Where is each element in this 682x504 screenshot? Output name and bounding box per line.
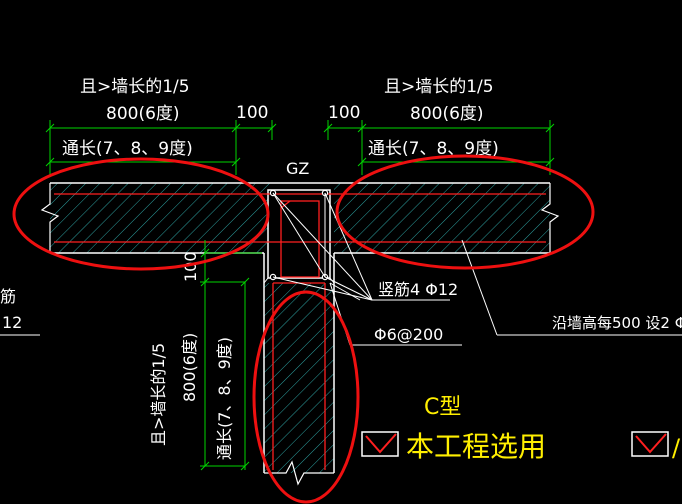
rebar-lines	[54, 193, 546, 470]
selected-label: 本工程选用	[406, 430, 546, 463]
top-right-gap: 100	[328, 103, 360, 123]
horizontal-wall	[40, 182, 560, 254]
top-left-line1: 且>墙长的1/5	[80, 77, 190, 97]
highlight-ellipses	[12, 154, 595, 504]
top-left-gap: 100	[236, 103, 268, 123]
constructional-column	[263, 189, 335, 284]
top-right-line3: 通长(7、8、9度)	[368, 139, 499, 159]
top-right-line2: 800(6度)	[410, 104, 484, 124]
next-option-glyph: /	[672, 434, 681, 462]
highlight-left-wall	[12, 157, 270, 271]
vertical-line1: 且>墙长的1/5	[149, 343, 168, 446]
rebar-dots	[269, 189, 329, 281]
top-left-line2: 800(6度)	[106, 104, 180, 124]
highlight-right-wall	[335, 154, 595, 270]
column-diagonals	[272, 192, 326, 278]
selected-checkbox[interactable]	[361, 431, 399, 457]
vertical-gap: 100	[181, 251, 200, 282]
vertical-wall	[263, 253, 335, 486]
vertical-bar-note: 竖筋4 Φ12	[378, 280, 458, 299]
vertical-line2: 800(6度)	[180, 333, 199, 402]
left-edge-line1: 筋	[0, 287, 16, 306]
top-right-line1: 且>墙长的1/5	[384, 77, 494, 97]
top-left-line3: 通长(7、8、9度)	[62, 139, 193, 159]
wall-tie-note: 沿墙高每500 设2 Φ6	[552, 314, 682, 332]
left-edge-line2: 12	[2, 313, 22, 332]
column-tag: GZ	[286, 159, 309, 178]
stirrup-note: Φ6@200	[374, 325, 443, 344]
vertical-line3: 通长(7、8、9度)	[215, 337, 234, 460]
type-label: C型	[424, 395, 461, 420]
next-option-checkbox[interactable]	[631, 431, 669, 457]
leader-lines	[0, 192, 682, 346]
highlight-vertical-wall	[252, 290, 360, 504]
